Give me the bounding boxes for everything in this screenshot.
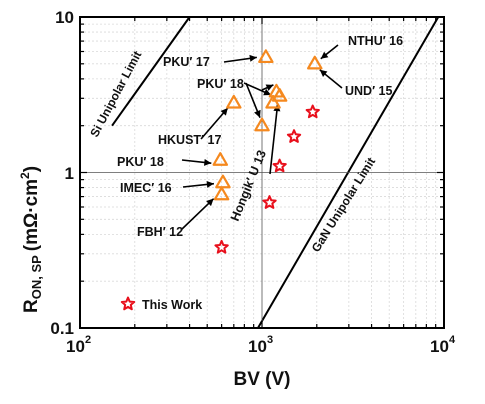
annotation-arrow [180,198,215,231]
axis-ticks [79,17,444,329]
label-pku-18: PKU′ 18 [117,155,164,169]
label-und-15: UND′ 15 [345,84,393,98]
annotation-arrows [180,44,343,231]
annotation-arrowhead [319,69,328,77]
this-work-star [272,158,287,173]
svg-text:3: 3 [267,334,273,346]
svg-text:10: 10 [430,337,449,356]
svg-text:10: 10 [66,337,85,356]
y-tick-label-1: 1 [65,164,74,183]
literature-triangle [226,94,242,109]
legend-label-this-work: This Work [142,298,202,312]
literature-triangle [212,152,229,166]
literature-triangle [258,49,274,64]
legend: This Work [120,296,202,312]
gan-limit-label: GaN Unipolar Limit [309,155,378,255]
label-pku-17: PKU′ 17 [163,55,210,69]
annotation-arrowhead [254,109,261,118]
data-markers [212,49,323,254]
x-axis-label: BV (V) [234,369,291,390]
x-tick-label-10000: 10 4 [430,334,456,356]
this-work-star [286,129,302,143]
annotation-arrowhead [320,51,329,59]
svg-text:10: 10 [248,337,267,356]
label-pku-18-top: PKU′ 18 [197,77,244,91]
literature-triangle [307,55,323,70]
annotation-arrowhead [206,198,214,207]
annotation-arrowhead [206,181,214,188]
y-tick-label-10: 10 [55,8,74,27]
label-fbh-12: FBH′ 12 [137,225,183,239]
this-work-star [305,104,320,119]
this-work-star [262,195,277,209]
svg-text:2: 2 [85,334,91,346]
annotation-arrow [269,104,279,175]
si-unipolar-limit-line [111,16,191,127]
label-nthu-16: NTHU′ 16 [348,34,403,48]
svg-text:4: 4 [449,334,456,346]
annotation-arrowhead [249,54,257,62]
literature-triangle [213,186,230,201]
literature-triangle [271,87,288,102]
literature-triangle [215,174,231,189]
x-tick-label-100: 10 2 [66,334,91,356]
x-tick-label-1000: 10 3 [248,334,273,356]
y-tick-label-0-1: 0.1 [50,319,74,338]
this-work-star [214,239,229,254]
annotation-arrowhead [263,88,272,96]
label-imec-16: IMEC′ 16 [120,181,172,195]
annotation-arrowhead [204,159,212,166]
legend-star-marker [120,296,136,311]
label-hkust-17: HKUST′ 17 [158,133,221,147]
y-axis-label: RON, SP(mΩ·cm2) [18,166,44,313]
annotation-arrowhead [220,107,228,116]
annotation-arrowhead [265,84,274,91]
literature-triangle [254,117,270,132]
